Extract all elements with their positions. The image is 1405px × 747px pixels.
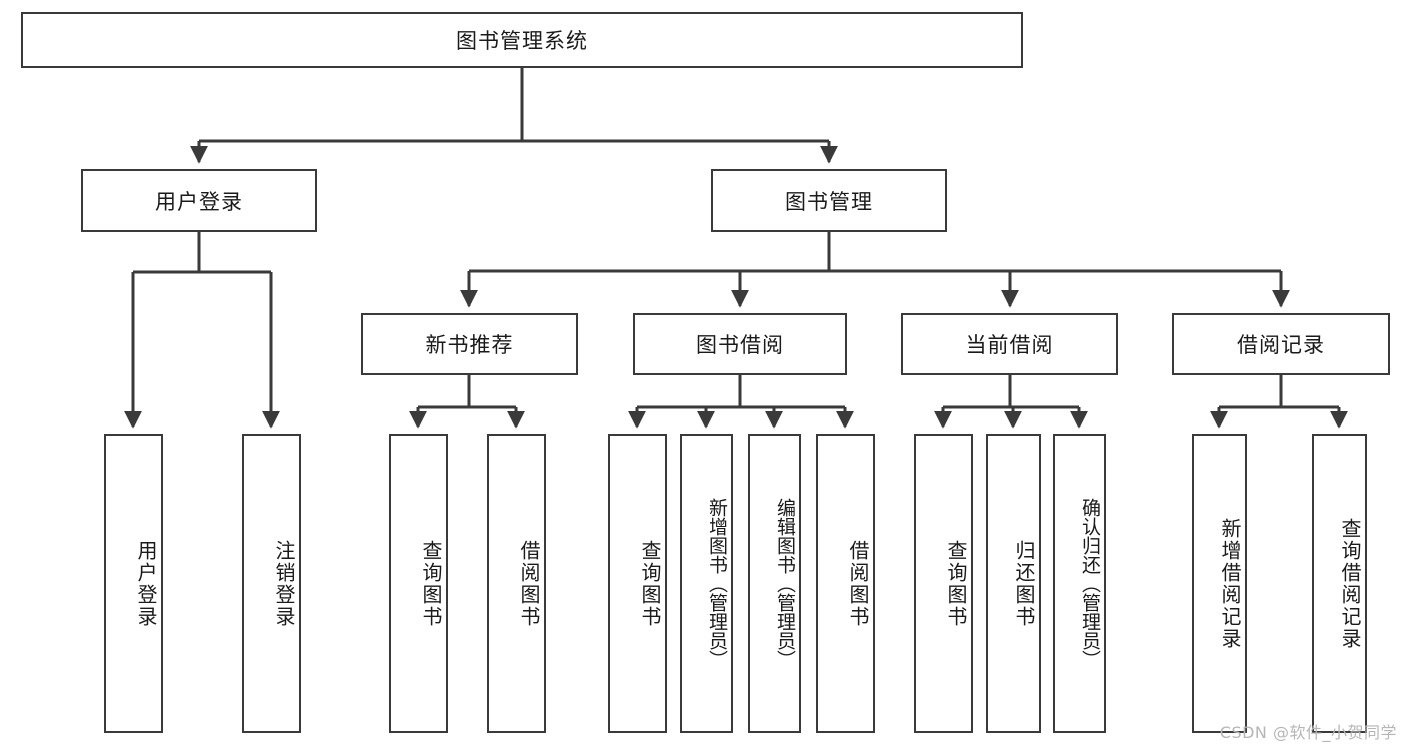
node-leaf-user-login[interactable]: 用户登录 [104,434,163,733]
node-leaf-add-book-admin[interactable]: 新增图书（管理员） [680,434,733,733]
watermark-text: CSDN @软件_小贺同学 [1219,723,1397,742]
node-leaf-query-book-current[interactable]: 查询图书 [914,434,973,733]
node-current-borrow[interactable]: 当前借阅 [901,313,1118,375]
node-leaf-query-book-borrow[interactable]: 查询图书 [608,434,667,733]
node-book-borrow[interactable]: 图书借阅 [633,313,847,375]
node-leaf-logout[interactable]: 注销登录 [242,434,301,733]
node-user-login[interactable]: 用户登录 [81,169,317,232]
node-leaf-borrow-book[interactable]: 借阅图书 [816,434,875,733]
node-new-book-recommend[interactable]: 新书推荐 [361,313,578,375]
node-leaf-return-book[interactable]: 归还图书 [986,434,1041,733]
node-leaf-query-book-rec[interactable]: 查询图书 [389,434,448,733]
node-root[interactable]: 图书管理系统 [21,12,1023,68]
node-leaf-add-borrow-record[interactable]: 新增借阅记录 [1192,434,1247,733]
node-leaf-borrow-book-rec[interactable]: 借阅图书 [487,434,546,733]
node-borrow-record[interactable]: 借阅记录 [1172,313,1390,375]
node-leaf-confirm-return-admin[interactable]: 确认归还（管理员） [1053,434,1106,733]
node-leaf-query-borrow-record[interactable]: 查询借阅记录 [1312,434,1367,733]
node-leaf-edit-book-admin[interactable]: 编辑图书（管理员） [748,434,801,733]
node-book-manage[interactable]: 图书管理 [711,169,947,232]
